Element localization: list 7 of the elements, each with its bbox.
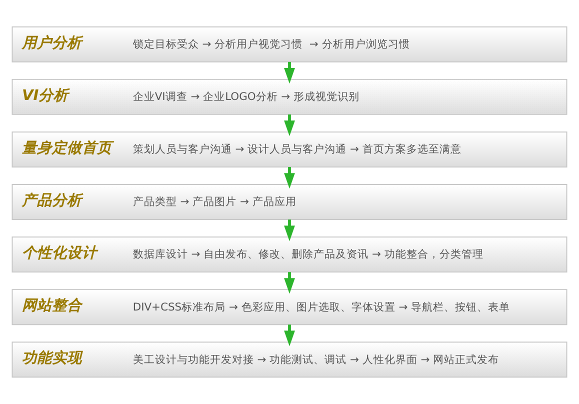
- node-box: 网站整合 DIV+CSS标准布局 → 色彩应用、图片选取、字体设置 → 导航栏、按钮、表单: [12, 289, 568, 326]
- node-box: 个性化设计 数据库设计 → 自由发布、修改、删除产品及资讯 → 功能整合，分类管理: [12, 236, 568, 273]
- node-box: 用户分析 锁定目标受众 → 分析用户视觉习惯 → 分析用户浏览习惯: [12, 26, 568, 62]
- node-box: 功能实现 美工设计与功能开发对接 → 功能测试、调试 → 人性化界面 → 网站正式发布: [12, 342, 568, 378]
- node-box: VI分析 企业VI调查 → 企业LOGO分析 → 形成视觉识别: [12, 78, 568, 115]
- node-box: 产品分析 产品类型 → 产品图片 → 产品应用: [12, 184, 568, 220]
- node-box: 量身定做首页 策划人员与客户沟通 → 设计人员与客户沟通 → 首页方案多选至满意: [12, 131, 568, 168]
